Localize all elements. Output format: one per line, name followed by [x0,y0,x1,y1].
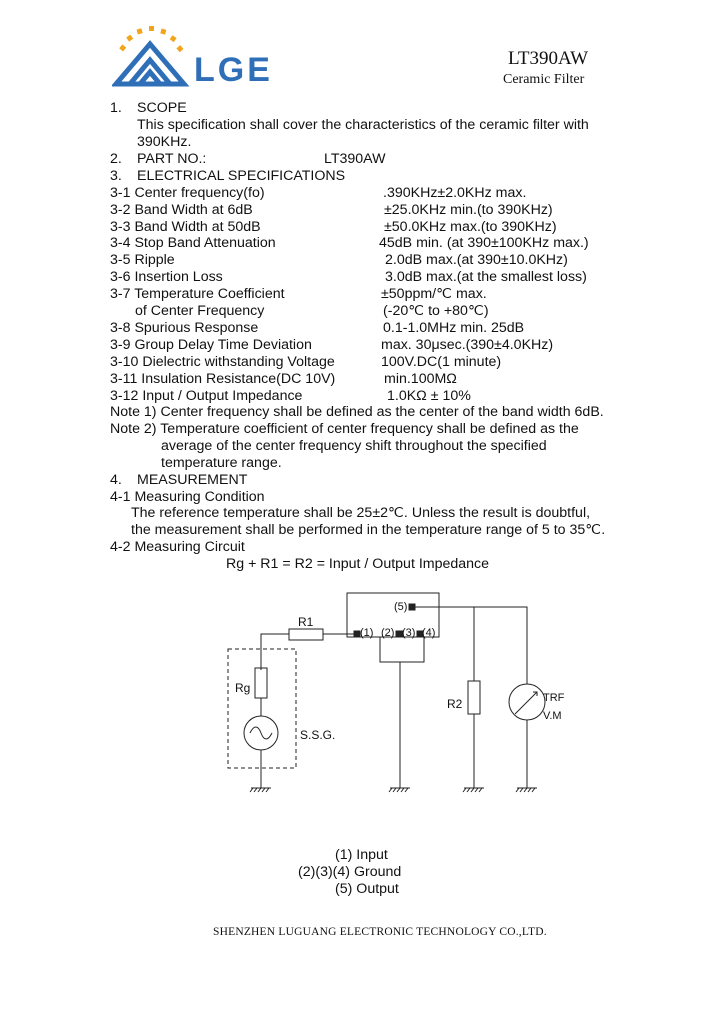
part-no-value: LT390AW [324,151,386,167]
legend-ground: (2)(3)(4) Ground [298,864,402,880]
note-2-line3: temperature range. [161,455,282,471]
rg-label: Rg [235,681,251,695]
spec-value: (-20℃ to +80℃) [383,303,489,319]
spec-value: min.100MΩ [384,371,457,387]
circuit-title: 4-2 Measuring Circuit [110,539,245,555]
pin5-terminal [408,603,416,611]
spec-value: 100V.DC(1 minute) [381,354,502,370]
r2-label: R2 [447,697,463,711]
legend-output: (5) Output [335,881,399,897]
condition-title: 4-1 Measuring Condition [110,489,265,505]
footer-company: SHENZHEN LUGUANG ELECTRONIC TECHNOLOGY C… [213,926,547,938]
filter-box [346,592,440,638]
condition-line2: the measurement shall be performed in th… [131,522,606,538]
note-1: Note 1) Center frequency shall be define… [110,404,604,420]
spec-value: ±50.0KHz max.(to 390KHz) [384,219,557,235]
logo-text: LGE [194,51,273,89]
r2-resistor [467,680,481,715]
spec-value: 3.0dB max.(at the smallest loss) [385,269,587,285]
ground-icon [462,787,484,793]
spec-value: .390KHz±2.0KHz max. [383,185,527,201]
pin2-label: (2) [381,627,395,639]
note-2-line1: Note 2) Temperature coefficient of cente… [110,421,579,437]
pin3-terminal [397,630,404,638]
r1-resistor [288,628,324,641]
spec-label: 3-1 Center frequency(fo) [110,185,265,201]
pin5-label: (5) [394,601,408,613]
spec-value: ±25.0KHz min.(to 390KHz) [384,202,553,218]
ssg-label: S.S.G. [300,728,336,742]
electrical-number: 3. [110,168,122,184]
meter-label-top: TRF [543,692,565,704]
pin1-terminal [353,630,361,638]
spec-label: 3-8 Spurious Response [110,320,259,336]
spec-label: 3-7 Temperature Coefficient [110,286,285,302]
ground-icon [249,787,271,793]
ground-icon [515,787,537,793]
part-no-number: 2. [110,151,122,167]
part-no-label: PART NO.: [137,151,207,167]
pin4-terminal [416,630,424,638]
spec-label: 3-5 Ripple [110,252,175,268]
spec-value: 0.1-1.0MHz min. 25dB [383,320,525,336]
spec-value: 2.0dB max.(at 390±10.0KHz) [385,252,568,268]
sun-rays-icon [119,26,184,53]
spec-label: 3-9 Group Delay Time Deviation [110,337,312,353]
spec-label: 3-4 Stop Band Attenuation [110,235,276,251]
spec-label: 3-11 Insulation Resistance(DC 10V) [110,371,336,387]
spec-label: of Center Frequency [135,303,265,319]
part-subtitle: Ceramic Filter [503,72,585,87]
spec-value: 1.0KΩ ± 10% [387,388,471,404]
legend-input: (1) Input [335,847,388,863]
electrical-title: ELECTRICAL SPECIFICATIONS [137,168,346,184]
scope-number: 1. [110,100,122,116]
meter-label-bottom: V.M [543,710,562,722]
spec-label: 3-6 Insertion Loss [110,269,223,285]
scope-text-line2: 390KHz. [137,134,192,150]
company-logo [112,26,190,87]
scope-text-line1: This specification shall cover the chara… [137,117,589,133]
r1-label: R1 [298,615,314,629]
spec-label: 3-2 Band Width at 6dB [110,202,253,218]
pin1-label: (1) [360,627,374,639]
source-dashed-box [227,648,297,769]
scope-title: SCOPE [137,100,187,116]
note-2-line2: average of the center frequency shift th… [161,438,547,454]
pin4-label: (4) [422,627,436,639]
spec-label: 3-12 Input / Output Impedance [110,388,303,404]
pin3-label: (3) [402,627,416,639]
input-wire [260,633,289,667]
part-title: LT390AW [508,48,589,69]
spec-value: max. 30μsec.(390±4.0KHz) [381,337,554,353]
measurement-title: MEASUREMENT [137,472,248,488]
spec-label: 3-3 Band Width at 50dB [110,219,261,235]
circuit-equation: Rg + R1 = R2 = Input / Output Impedance [226,556,490,572]
rg-resistor [254,667,268,699]
spec-value: 45dB min. (at 390±100KHz max.) [379,235,589,251]
condition-line1: The reference temperature shall be 25±2℃… [131,505,591,521]
ground-bus [379,637,425,663]
spec-label: 3-10 Dielectric withstanding Voltage [110,354,335,370]
ground-icon [388,787,410,793]
output-wire [415,606,528,684]
measurement-number: 4. [110,472,122,488]
spec-value: ±50ppm/℃ max. [381,286,487,302]
triangle-mark-icon [112,40,190,87]
